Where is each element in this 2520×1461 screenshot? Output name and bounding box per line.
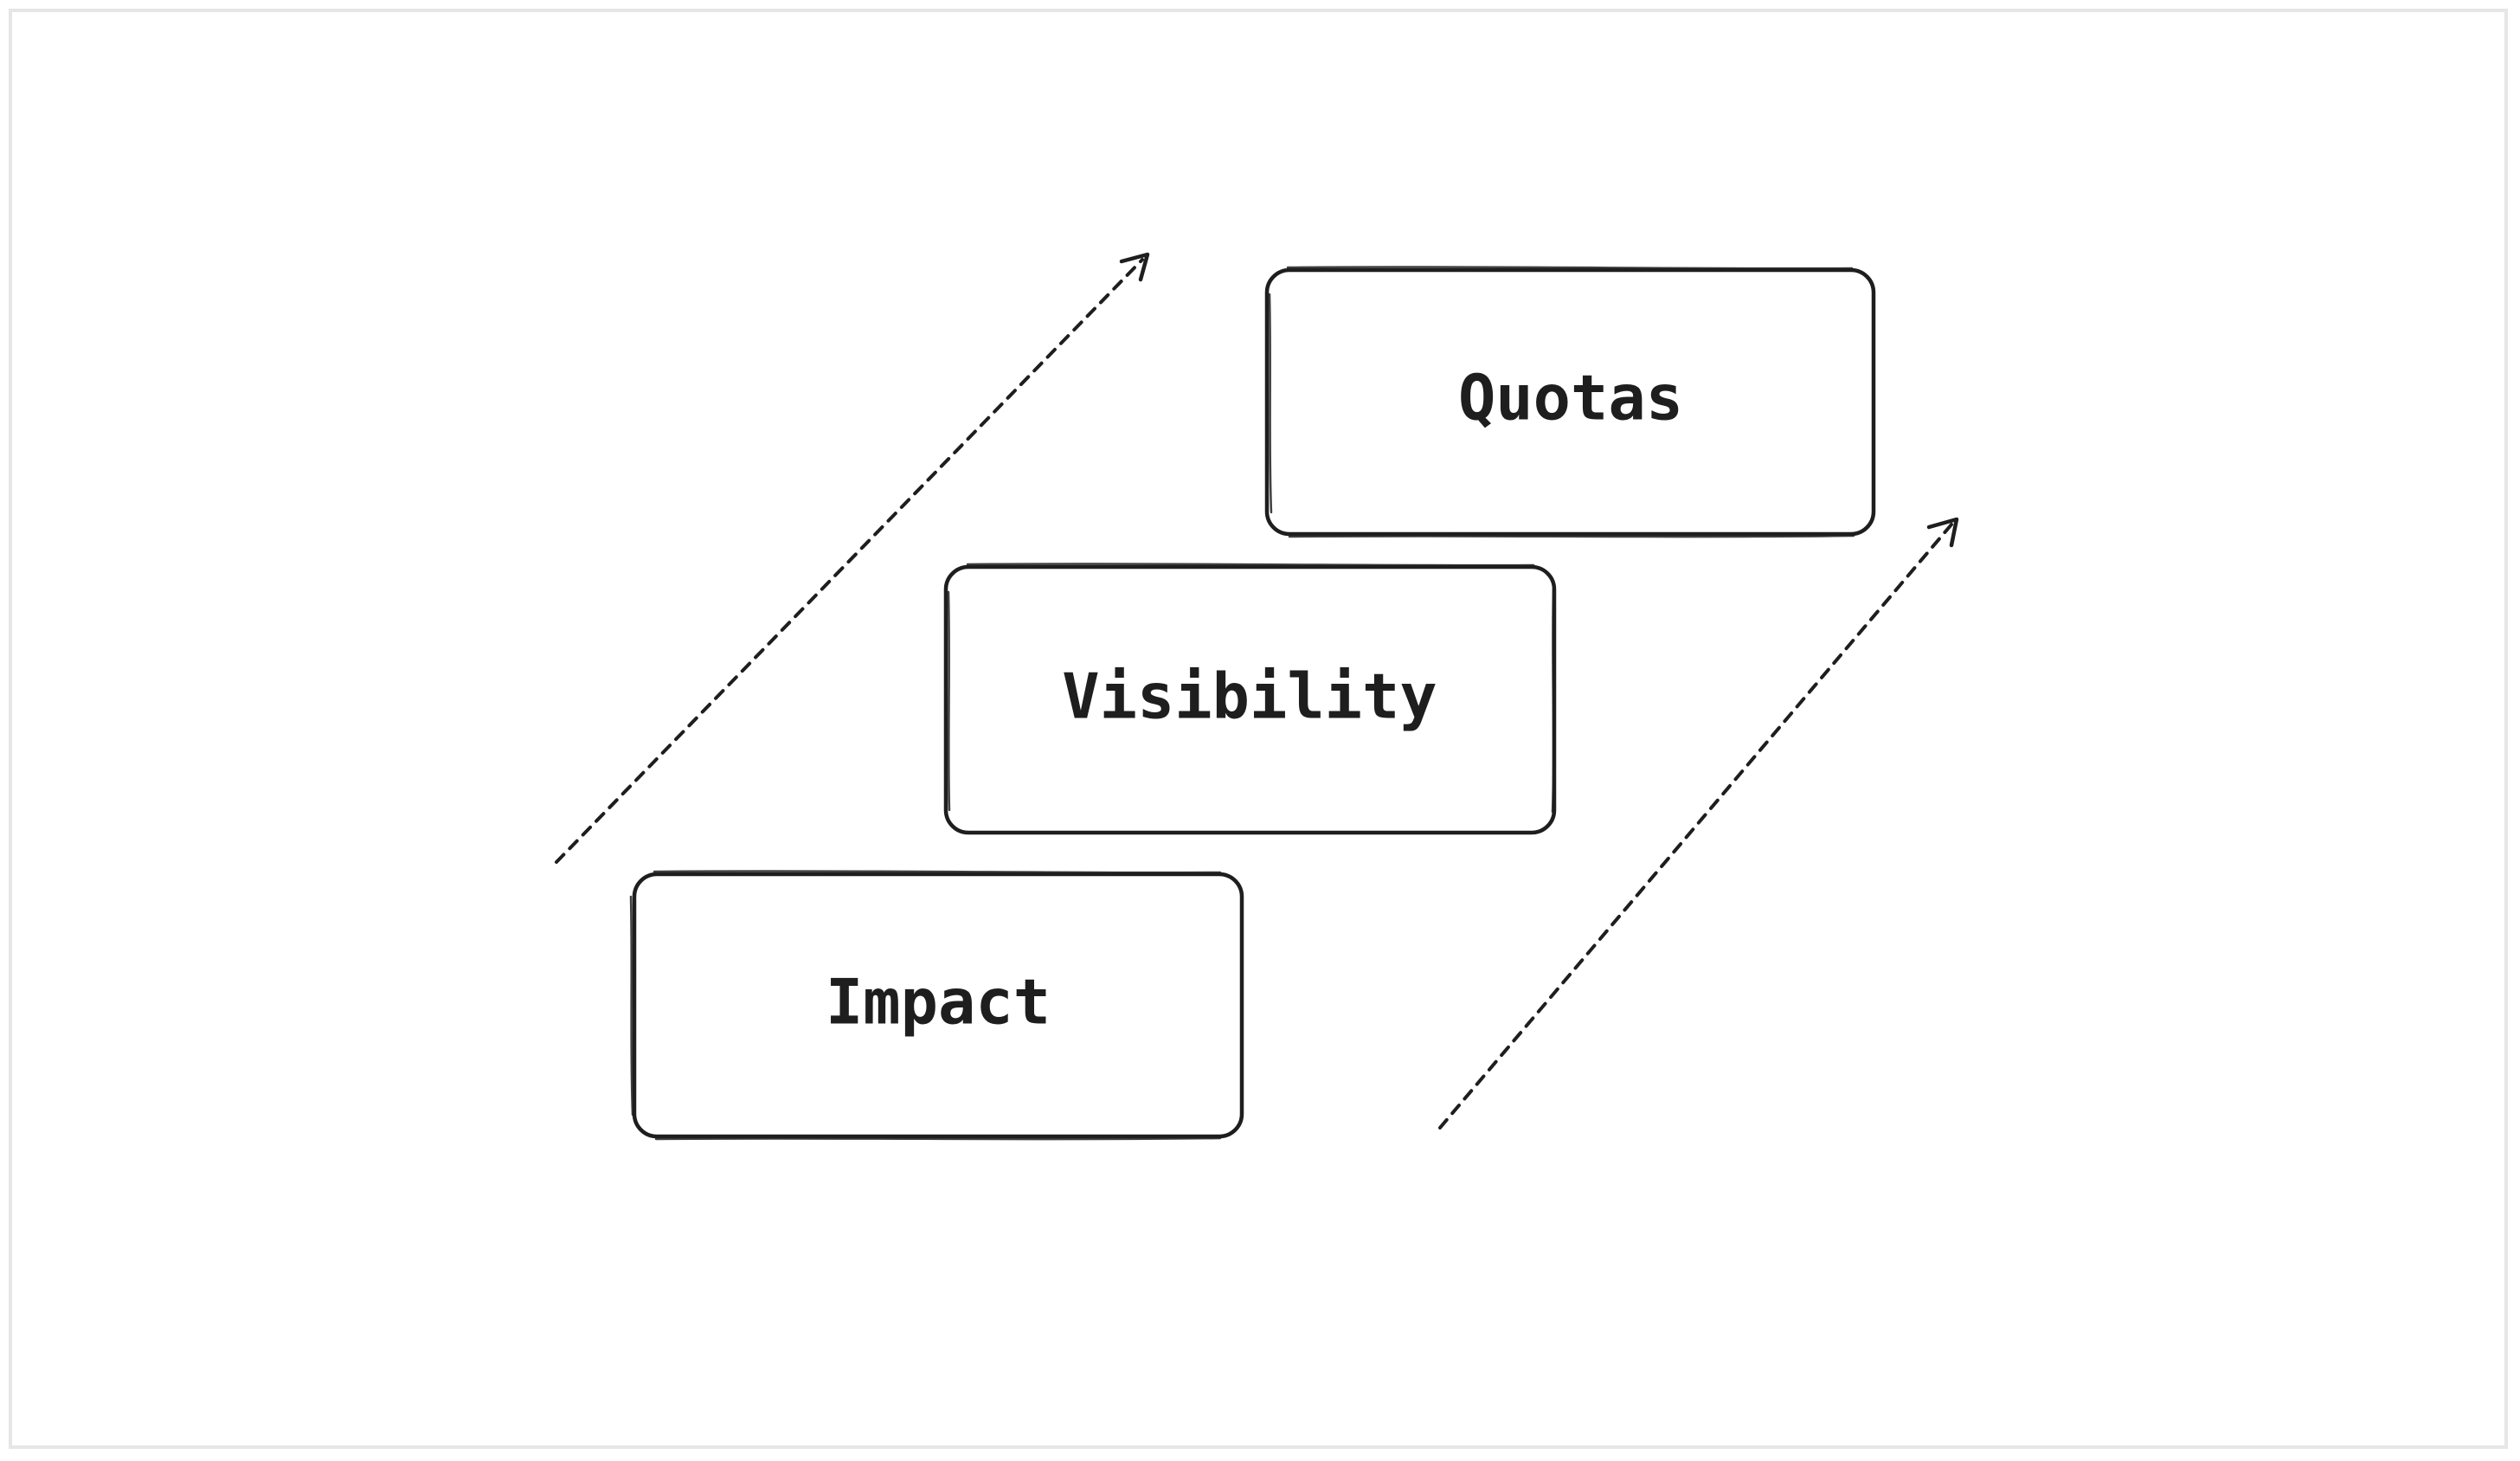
step-box-impact: Impact <box>629 870 1244 1141</box>
step-label-quotas: Quotas <box>1458 362 1683 434</box>
step-label-impact: Impact <box>826 966 1051 1039</box>
quotas-box-sketch-lines <box>1268 266 1855 538</box>
impact-box-sketch-lines <box>629 870 1222 1141</box>
quotas-box-outline <box>1264 267 1876 537</box>
right-dashed-arrow <box>1438 517 1959 1130</box>
right-arrow-head <box>1926 517 1959 548</box>
right-arrow-shaft <box>1438 523 1953 1130</box>
step-box-visibility: Visibility <box>943 563 1557 835</box>
step-label-visibility: Visibility <box>1062 660 1437 733</box>
left-arrow-head <box>1119 252 1150 282</box>
left-arrow-shaft <box>555 258 1144 864</box>
impact-box-outline <box>632 872 1244 1139</box>
visibility-box-sketch-lines <box>947 563 1555 814</box>
step-box-quotas: Quotas <box>1264 266 1876 538</box>
left-dashed-arrow <box>555 252 1150 864</box>
